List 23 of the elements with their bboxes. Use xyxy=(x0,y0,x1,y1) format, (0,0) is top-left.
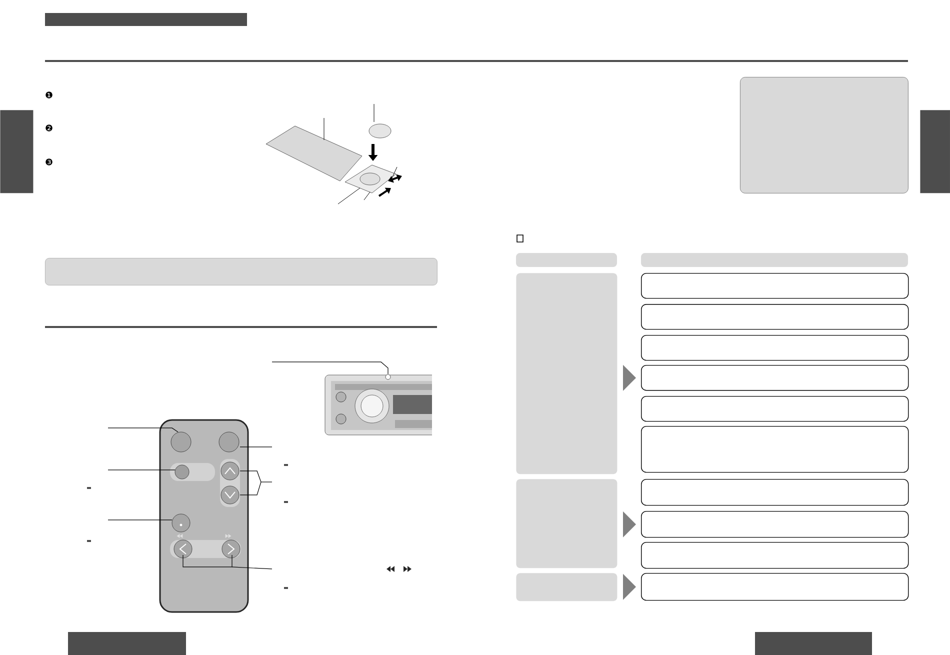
note-banner xyxy=(45,258,438,286)
side-tab xyxy=(920,110,950,194)
step-box xyxy=(641,364,909,391)
step-box xyxy=(641,572,909,601)
side-tab xyxy=(0,110,34,194)
step-box xyxy=(641,510,909,538)
step-number: ❷ xyxy=(46,124,52,132)
arrow xyxy=(623,574,636,600)
step-box xyxy=(641,272,909,299)
category-panel xyxy=(516,479,618,568)
arrow xyxy=(623,364,636,391)
step-box xyxy=(641,396,909,422)
step-box xyxy=(641,478,909,506)
step-box xyxy=(641,542,909,569)
step-box xyxy=(641,334,909,361)
note-panel xyxy=(740,77,908,194)
category-panel xyxy=(516,273,618,474)
step-number: ❶ xyxy=(46,92,52,98)
step-box xyxy=(641,304,909,330)
category-panel xyxy=(516,573,618,602)
step-box xyxy=(641,426,909,473)
step-number: ❸ xyxy=(46,158,52,166)
arrow xyxy=(623,511,636,538)
